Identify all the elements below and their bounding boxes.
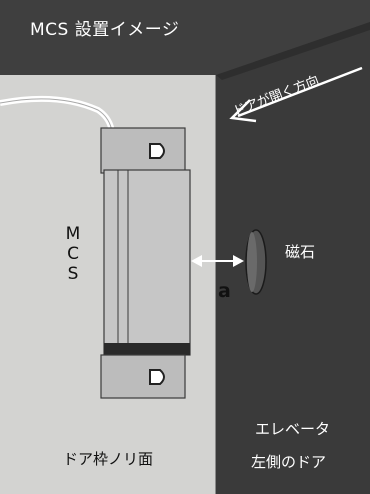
diagram-title: MCS 設置イメージ (30, 20, 180, 40)
sensor-bottom-mount (100, 354, 186, 399)
sensor-cable-outline (0, 98, 113, 133)
door-top-edge (216, 22, 370, 80)
sensor-top-mount (100, 127, 186, 174)
door-open-arrow-line (237, 66, 363, 118)
gap-label: a (218, 280, 231, 302)
mcs-label-text: M C S (65, 224, 81, 284)
bottom-screw-slot (149, 369, 165, 385)
elevator-door-label-line1: エレベータ (255, 420, 331, 438)
sensor-base-strip (104, 343, 190, 355)
magnet-label: 磁石 (285, 243, 316, 261)
gap-arrow-head-left (191, 255, 202, 267)
elevator-left-door (216, 22, 370, 494)
gap-arrow-head-right (233, 255, 244, 267)
mcs-label: M C S (62, 224, 84, 284)
elevator-door-label-line2: 左側のドア (251, 453, 327, 471)
sensor-body (103, 169, 191, 356)
magnet-highlight (247, 232, 257, 292)
door-frame-label: ドア枠ノリ面 (63, 450, 154, 468)
door-open-arrow-head (229, 99, 257, 123)
top-screw-slot (149, 143, 165, 159)
